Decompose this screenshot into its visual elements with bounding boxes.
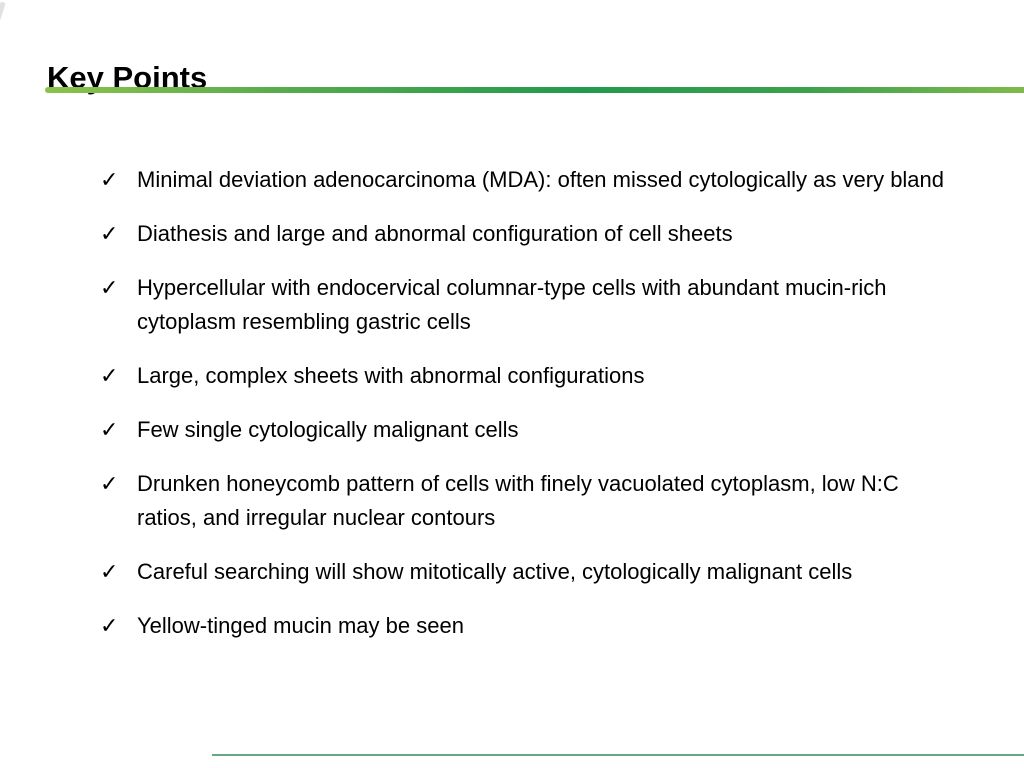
bullet-text: Minimal deviation adenocarcinoma (MDA): … bbox=[137, 167, 945, 192]
corner-smudge-decoration bbox=[0, 1, 6, 21]
bullet-text: Few single cytologically malignant cells bbox=[137, 417, 519, 442]
checkmark-icon: ✓ bbox=[100, 559, 119, 584]
checkmark-icon: ✓ bbox=[100, 167, 119, 192]
title-underline-rule bbox=[45, 87, 1024, 93]
list-item: ✓ Drunken honeycomb pattern of cells wit… bbox=[100, 467, 960, 535]
footer-rule bbox=[212, 754, 1024, 756]
bullet-text: Hypercellular with endocervical columnar… bbox=[137, 275, 887, 334]
list-item: ✓ Hypercellular with endocervical column… bbox=[100, 271, 960, 339]
checkmark-icon: ✓ bbox=[100, 275, 119, 300]
bullet-text: Large, complex sheets with abnormal conf… bbox=[137, 363, 645, 388]
bullet-text: Drunken honeycomb pattern of cells with … bbox=[137, 471, 899, 530]
list-item: ✓ Large, complex sheets with abnormal co… bbox=[100, 359, 960, 393]
list-item: ✓ Few single cytologically malignant cel… bbox=[100, 413, 960, 447]
bullet-text: Diathesis and large and abnormal configu… bbox=[137, 221, 733, 246]
checkmark-icon: ✓ bbox=[100, 363, 119, 388]
list-item: ✓ Yellow-tinged mucin may be seen bbox=[100, 609, 960, 643]
checkmark-icon: ✓ bbox=[100, 613, 119, 638]
bullet-text: Yellow-tinged mucin may be seen bbox=[137, 613, 464, 638]
checkmark-icon: ✓ bbox=[100, 471, 119, 496]
bullet-list: ✓ Minimal deviation adenocarcinoma (MDA)… bbox=[100, 163, 960, 663]
list-item: ✓ Careful searching will show mitoticall… bbox=[100, 555, 960, 589]
bullet-text: Careful searching will show mitotically … bbox=[137, 559, 853, 584]
checkmark-icon: ✓ bbox=[100, 417, 119, 442]
list-item: ✓ Diathesis and large and abnormal confi… bbox=[100, 217, 960, 251]
checkmark-icon: ✓ bbox=[100, 221, 119, 246]
list-item: ✓ Minimal deviation adenocarcinoma (MDA)… bbox=[100, 163, 960, 197]
